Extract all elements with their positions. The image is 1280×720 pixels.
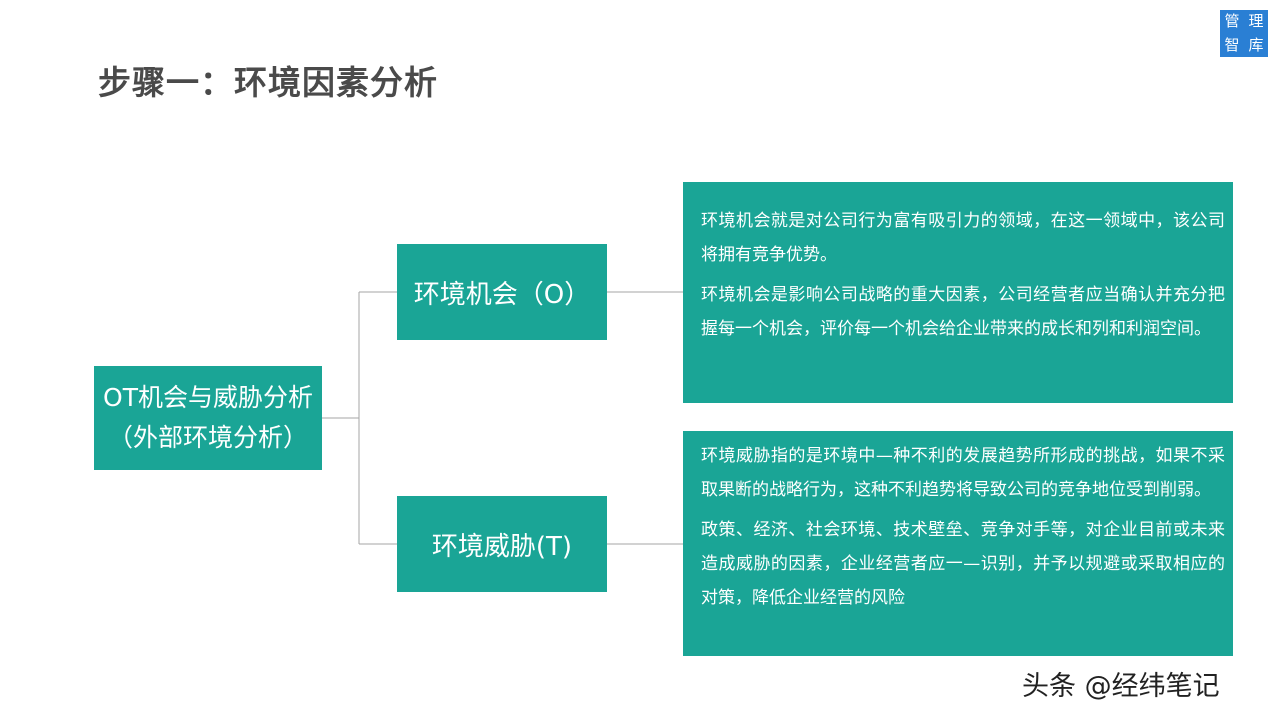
logo-char: 理 bbox=[1248, 12, 1264, 31]
brand-logo: 管 理 智 库 bbox=[1220, 10, 1268, 57]
root-node-line2: （外部环境分析） bbox=[107, 423, 308, 452]
page-title: 步骤一：环境因素分析 bbox=[98, 63, 438, 102]
logo-char: 智 bbox=[1224, 35, 1240, 54]
root-node: OT机会与威胁分析 （外部环境分析） bbox=[94, 366, 322, 470]
logo-char: 库 bbox=[1248, 35, 1264, 54]
description-paragraph: 环境机会是影响公司战略的重大因素，公司经营者应当确认并充分把握每一个机会，评价每… bbox=[701, 285, 1225, 339]
logo-char: 管 bbox=[1224, 12, 1240, 31]
branch-node-threat: 环境威胁(T) bbox=[397, 496, 607, 592]
watermark: 头条 @经纬笔记 bbox=[1022, 671, 1220, 702]
description-paragraph: 政策、经济、社会环境、技术壁垒、竞争对手等，对企业目前或未来造成威胁的因素，企业… bbox=[701, 520, 1225, 608]
description-paragraph: 环境机会就是对公司行为富有吸引力的领域，在这一领域中，该公司将拥有竞争优势。 bbox=[701, 211, 1225, 265]
threat-description: 环境威胁指的是环境中—种不利的发展趋势所形成的挑战，如果不采取果断的战略行为，这… bbox=[683, 431, 1233, 656]
branch-node-opportunity: 环境机会（O） bbox=[397, 244, 607, 340]
description-paragraph: 环境威胁指的是环境中—种不利的发展趋势所形成的挑战，如果不采取果断的战略行为，这… bbox=[701, 446, 1225, 500]
opportunity-description: 环境机会就是对公司行为富有吸引力的领域，在这一领域中，该公司将拥有竞争优势。 环… bbox=[683, 182, 1233, 403]
branch-node-label: 环境机会（O） bbox=[413, 279, 591, 310]
root-node-line1: OT机会与威胁分析 bbox=[103, 383, 313, 412]
branch-node-label: 环境威胁(T) bbox=[431, 531, 573, 562]
